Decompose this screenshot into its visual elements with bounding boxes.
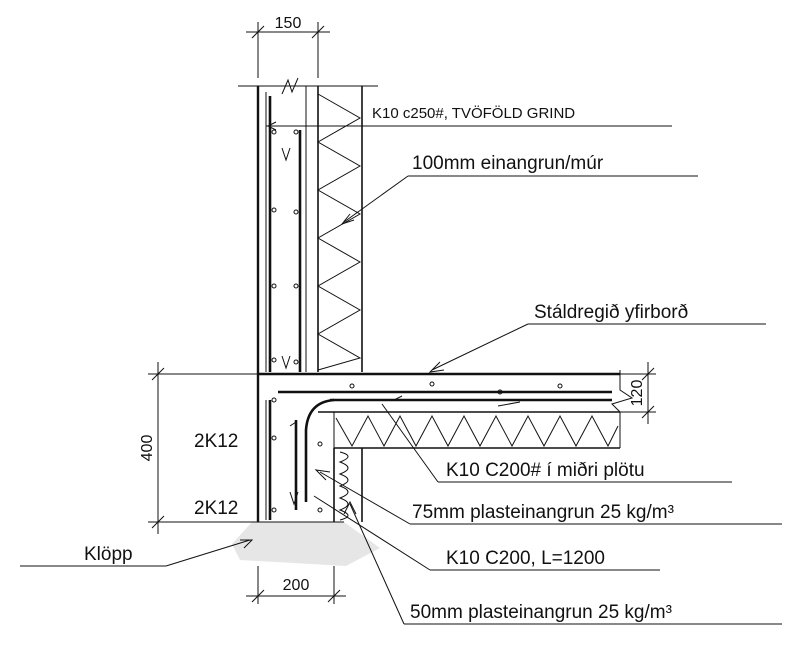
label-edge-insulation: 50mm plasteinangrun 25 kg/m³ [410, 602, 672, 623]
dimension-footing-width: 200 [246, 566, 346, 604]
label-slab-surface: Stáldregið yfirborð [534, 302, 688, 323]
callout-slab-insulation: 75mm plasteinangrun 25 kg/m³ [314, 469, 782, 525]
dimension-footing-height-label: 400 [139, 435, 156, 462]
ground-rock [232, 521, 380, 566]
dimension-footing-height: 400 [139, 362, 258, 534]
floor-slab [258, 370, 634, 502]
dimension-footing-width-label: 200 [283, 577, 310, 594]
label-rebar-lower: 2K12 [194, 498, 238, 519]
callout-slab-surface: Stáldregið yfirborð [428, 302, 766, 373]
label-slab-rebar: K10 C200# í miðri plötu [446, 460, 645, 481]
dimension-slab-thickness: 120 [612, 362, 656, 424]
label-ground: Klöpp [84, 544, 133, 565]
concrete-wall [238, 77, 378, 374]
callout-starter-bar: K10 C200, L=1200 [313, 495, 660, 571]
dimension-wall-width: 150 [246, 15, 330, 78]
label-slab-insulation: 75mm plasteinangrun 25 kg/m³ [412, 502, 674, 523]
dimension-slab-thickness-label: 120 [629, 380, 646, 407]
callout-edge-insulation: 50mm plasteinangrun 25 kg/m³ [343, 500, 782, 625]
dimension-wall-width-label: 150 [275, 15, 302, 32]
label-wall-insulation: 100mm einangrun/múr [412, 153, 604, 174]
label-wall-rebar: K10 c250#, TVÖFÖLD GRIND [372, 104, 575, 122]
label-starter-bar: K10 C200, L=1200 [446, 548, 605, 569]
callout-ground: Klöpp [20, 539, 254, 567]
callout-wall-insulation: 100mm einangrun/múr [340, 153, 698, 226]
label-rebar-upper: 2K12 [194, 431, 238, 452]
wall-insulation [316, 86, 363, 372]
callout-wall-rebar: K10 c250#, TVÖFÖLD GRIND [266, 104, 672, 131]
slab-insulation [333, 412, 621, 449]
footing [256, 374, 335, 522]
callout-slab-rebar: K10 C200# í miðri plötu [381, 403, 732, 483]
edge-insulation [338, 448, 363, 522]
